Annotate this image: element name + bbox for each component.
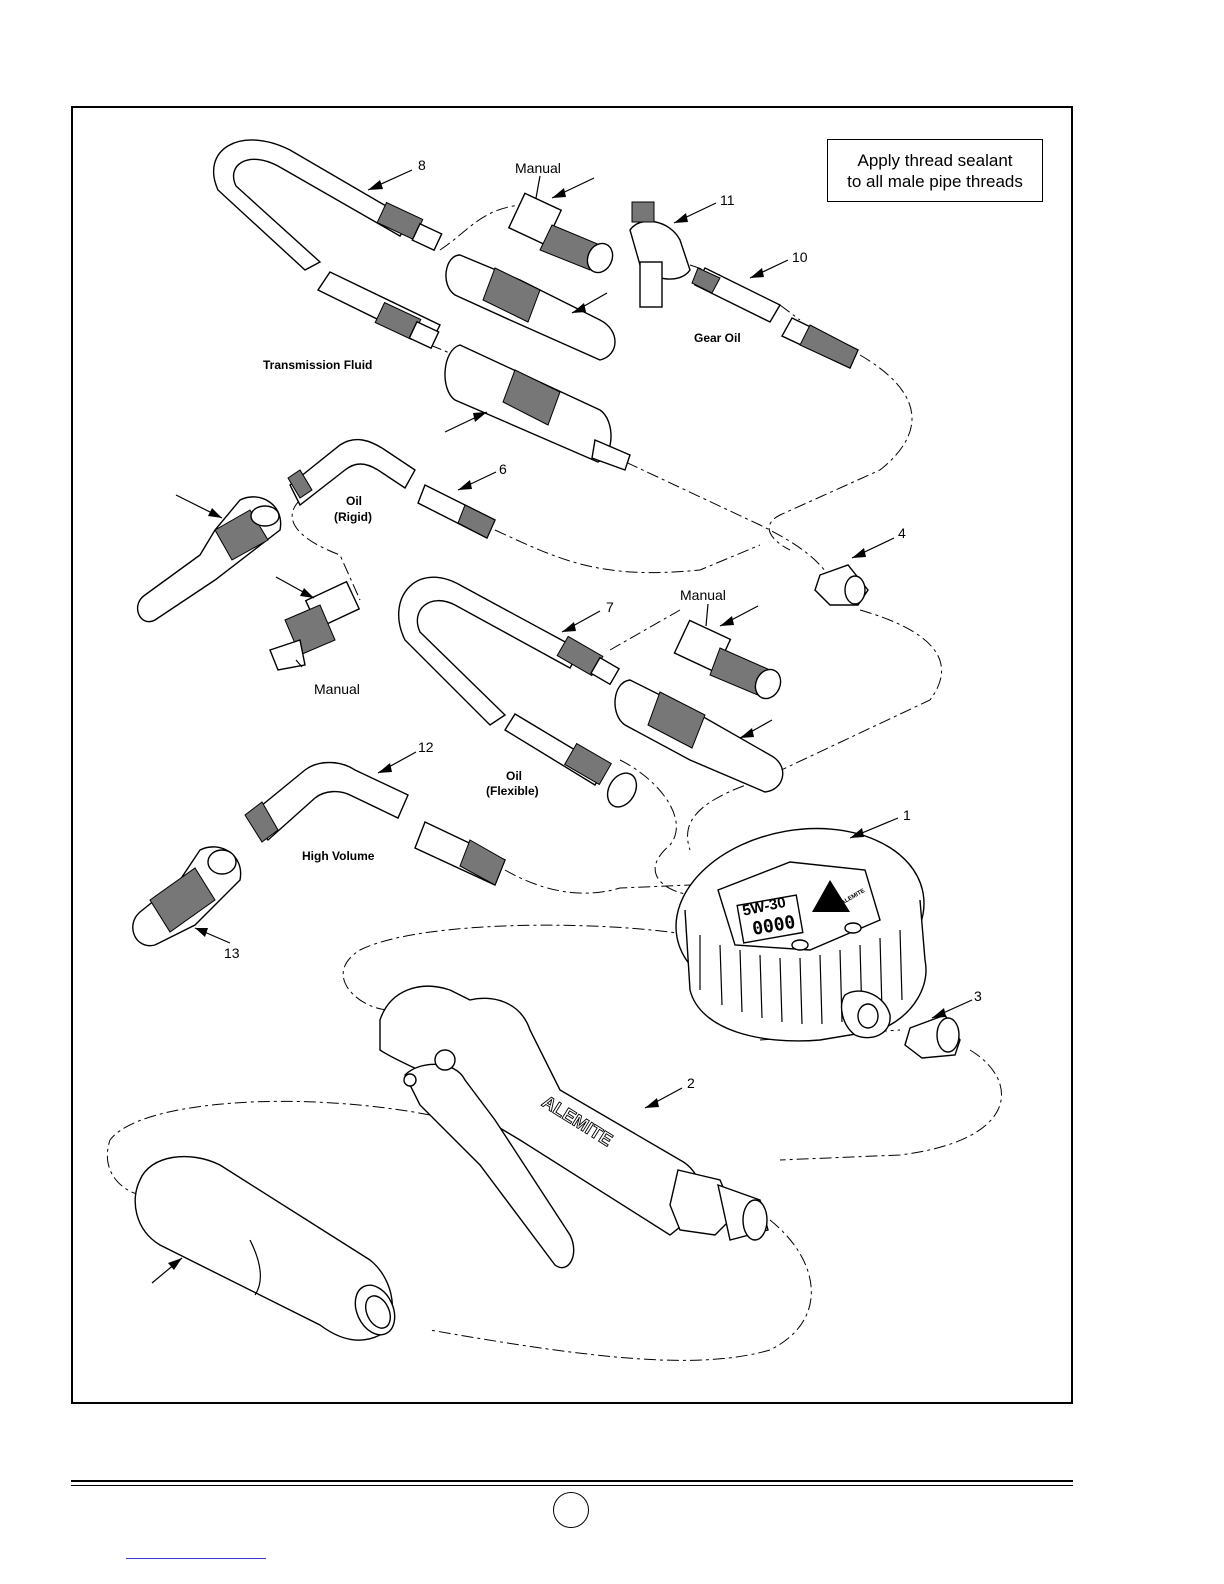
callout-4: 4: [898, 525, 906, 541]
part-10-pipe: [692, 268, 858, 368]
callout-2: 2: [687, 1075, 695, 1091]
part-manual-nozzle-top: [509, 193, 617, 276]
part-12-highvolume-pipe: [245, 763, 505, 886]
callout-3: 3: [974, 988, 982, 1004]
label-oil-rigid-1: Oil: [346, 494, 362, 508]
part-8-transmission-pipe: [214, 140, 442, 348]
callout-8: 8: [418, 157, 426, 173]
label-oil-flexible-2: (Flexible): [486, 784, 539, 798]
footer-rule-top: [71, 1480, 1073, 1482]
callout-11: 11: [720, 192, 735, 208]
label-manual-top: Manual: [515, 160, 561, 176]
callout-13: 13: [224, 945, 240, 961]
label-gear-oil: Gear Oil: [694, 331, 741, 345]
page-number-circle: [553, 1492, 589, 1528]
part-1-meter: [662, 810, 938, 1041]
footer-rule-bottom: [71, 1485, 1073, 1486]
part-manual-nozzle-middle: [674, 620, 785, 702]
assembly-line-highvolume: [505, 870, 690, 893]
assembly-line-gear: [690, 265, 912, 550]
label-manual-middle: Manual: [680, 587, 726, 603]
part-13-highvolume-nozzle: [133, 847, 241, 946]
callout-12: 12: [418, 739, 434, 755]
label-high-volume: High Volume: [302, 849, 375, 863]
part-transmission-nozzle: [445, 345, 630, 470]
label-transmission-fluid: Transmission Fluid: [263, 358, 372, 372]
callout-7: 7: [606, 599, 614, 615]
footer-link-underline[interactable]: [126, 1558, 266, 1559]
label-oil-flexible-1: Oil: [506, 769, 522, 783]
callout-10: 10: [792, 249, 808, 265]
callout-1: 1: [903, 807, 911, 823]
part-manual-nozzle-left: [270, 582, 359, 670]
part-3-fitting: [905, 1015, 960, 1058]
part-4-fitting: [815, 565, 868, 605]
label-manual-left: Manual: [314, 681, 360, 697]
part-auto-nozzle-top: [446, 255, 615, 360]
part-large-nozzle: [135, 1157, 402, 1342]
part-auto-nozzle-middle: [615, 680, 783, 792]
label-oil-rigid-2: (Rigid): [334, 510, 372, 524]
callout-6: 6: [499, 461, 507, 477]
